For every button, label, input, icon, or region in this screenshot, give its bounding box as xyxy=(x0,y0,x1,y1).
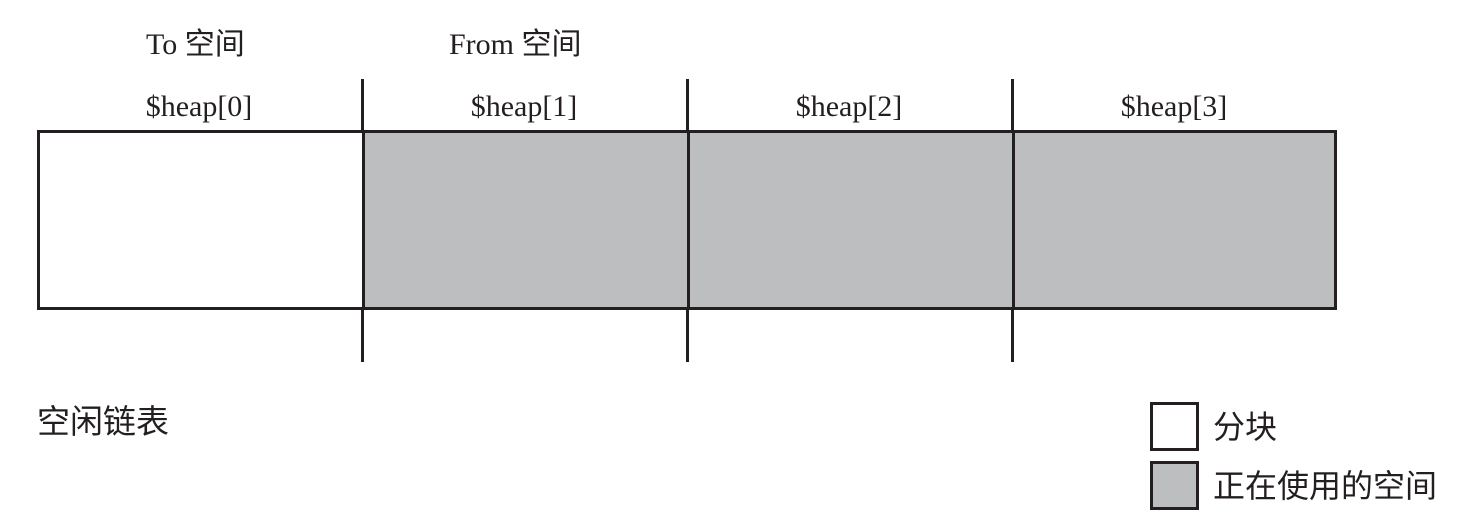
legend-chunk-label: 分块 xyxy=(1213,407,1278,446)
heap-2-label: $heap[2] xyxy=(795,90,903,123)
legend-in-use-swatch xyxy=(1150,461,1199,510)
heap-row xyxy=(37,130,1337,310)
heap-0-block xyxy=(40,133,362,307)
legend-in-use: 正在使用的空间 xyxy=(1150,461,1437,510)
heap-1-block xyxy=(362,133,687,307)
heap-3-block xyxy=(1012,133,1334,307)
heap-3-label: $heap[3] xyxy=(1120,90,1228,123)
heap-1-label: $heap[1] xyxy=(470,90,578,123)
to-space-label: To 空间 xyxy=(146,28,245,61)
heap-0-label: $heap[0] xyxy=(145,90,253,123)
heap-2-block xyxy=(687,133,1012,307)
from-space-label: From 空间 xyxy=(449,28,582,61)
legend-chunk: 分块 xyxy=(1150,402,1277,451)
legend-in-use-label: 正在使用的空间 xyxy=(1213,466,1438,505)
freelist-label: 空闲链表 xyxy=(37,402,169,441)
legend-chunk-swatch xyxy=(1150,402,1199,451)
